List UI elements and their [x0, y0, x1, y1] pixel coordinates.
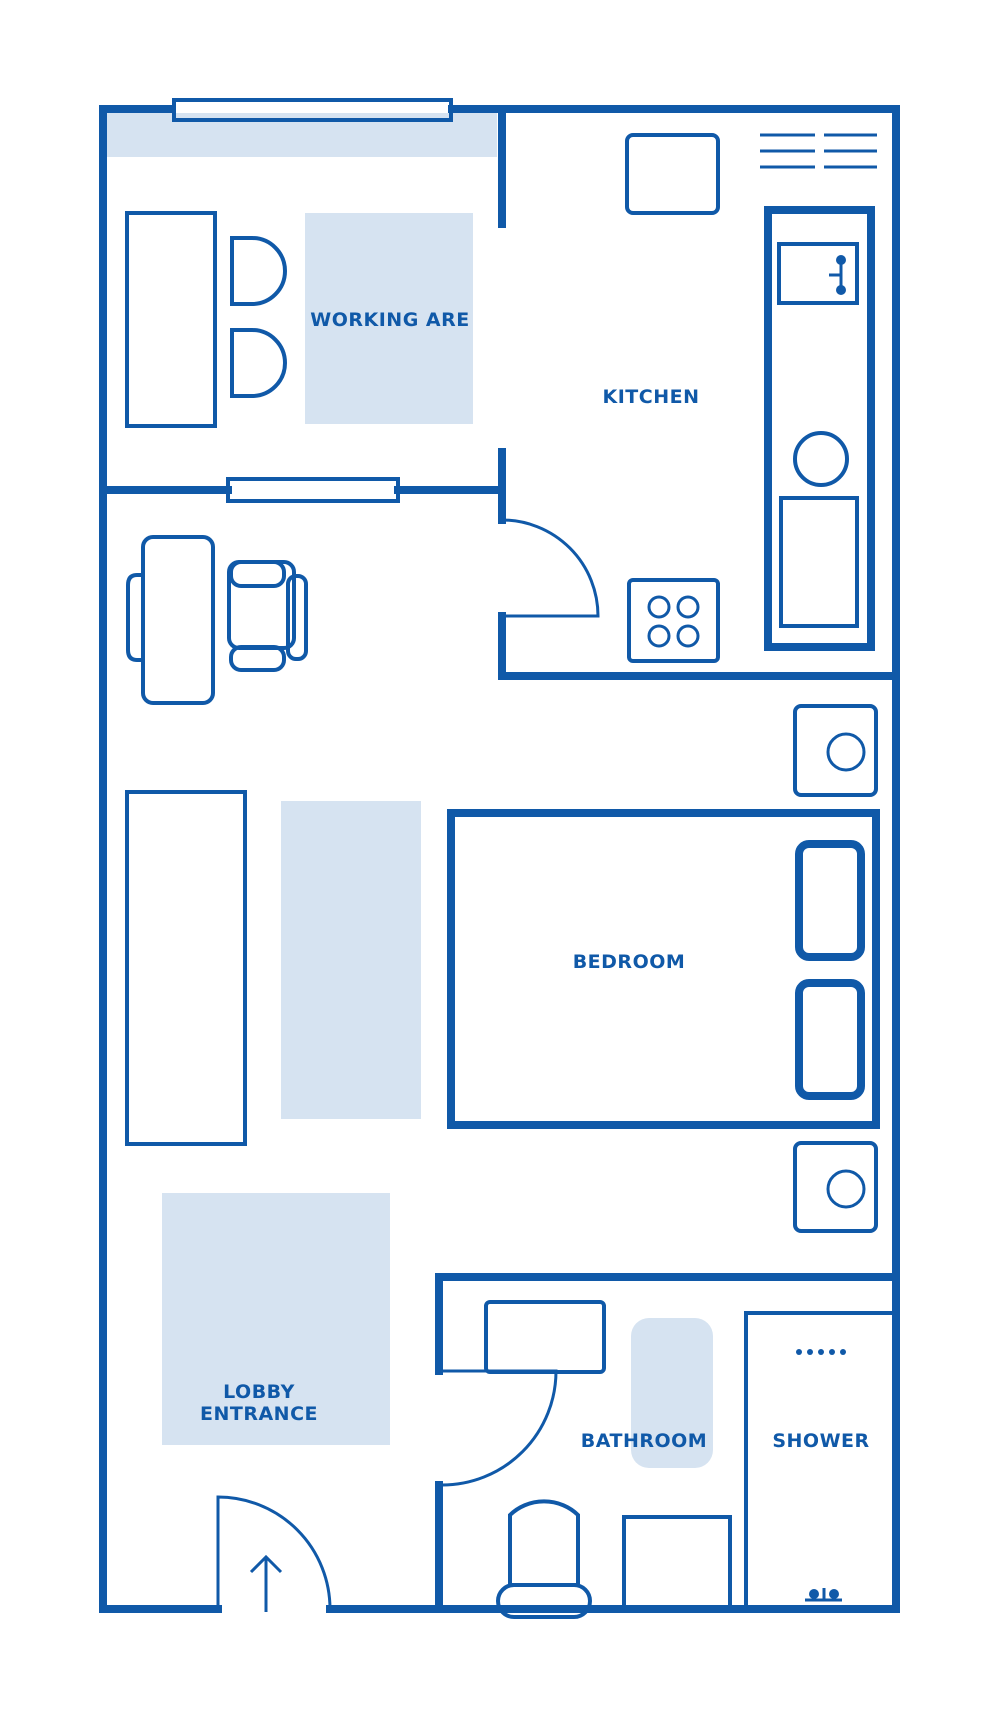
lamp-bottom-icon — [826, 1169, 866, 1209]
vent-icon — [760, 133, 877, 169]
chair-bottom — [230, 328, 287, 398]
kitchen-sink — [777, 242, 859, 305]
lamp-top-icon — [826, 732, 866, 772]
toilet — [496, 1499, 592, 1619]
bath-mat-zone — [631, 1318, 713, 1468]
pillow-top — [795, 840, 865, 961]
bed — [447, 809, 880, 1129]
burner-icon — [647, 595, 700, 648]
top-window — [172, 98, 453, 122]
working-area-zone — [305, 213, 473, 424]
bath-cabinet — [484, 1300, 606, 1374]
nightstand-top — [793, 704, 878, 797]
kitchen-counter — [764, 206, 875, 651]
armchair — [227, 560, 308, 672]
shower-tap-icon — [805, 1588, 842, 1602]
office-desk — [141, 535, 215, 705]
label-kitchen: KITCHEN — [603, 386, 700, 408]
nightstand-bottom — [793, 1141, 878, 1233]
entrance-door[interactable] — [216, 1495, 332, 1610]
label-working-area: WORKING ARE — [310, 309, 469, 331]
kitchen-door[interactable] — [501, 518, 600, 618]
kitchen-drawer — [779, 496, 859, 628]
pillow-bottom — [795, 979, 865, 1100]
shower-enclosure — [744, 1311, 898, 1611]
interior-walls — [99, 105, 900, 1613]
label-entrance: ENTRANCE — [200, 1403, 318, 1425]
desk-edge — [126, 573, 143, 662]
desk-left — [125, 211, 217, 428]
kitchen-bowl — [793, 431, 849, 487]
label-bathroom: BATHROOM — [581, 1430, 707, 1452]
bath-sink-unit — [622, 1515, 732, 1613]
bathroom-door[interactable] — [439, 1369, 558, 1487]
label-bedroom: BEDROOM — [573, 951, 686, 973]
kitchen-fridge — [625, 133, 720, 215]
sink-tap-icon — [829, 255, 846, 295]
living-rug-zone — [281, 801, 421, 1119]
entrance-arrow-icon — [249, 1554, 283, 1612]
lobby-entrance-zone — [162, 1193, 390, 1445]
shower-drain-icon — [796, 1349, 846, 1355]
label-shower: SHOWER — [772, 1430, 869, 1452]
cooktop — [627, 578, 720, 663]
label-lobby: LOBBY — [223, 1381, 295, 1403]
chair-top — [230, 236, 287, 306]
wardrobe — [125, 790, 247, 1146]
interior-window — [226, 477, 400, 503]
